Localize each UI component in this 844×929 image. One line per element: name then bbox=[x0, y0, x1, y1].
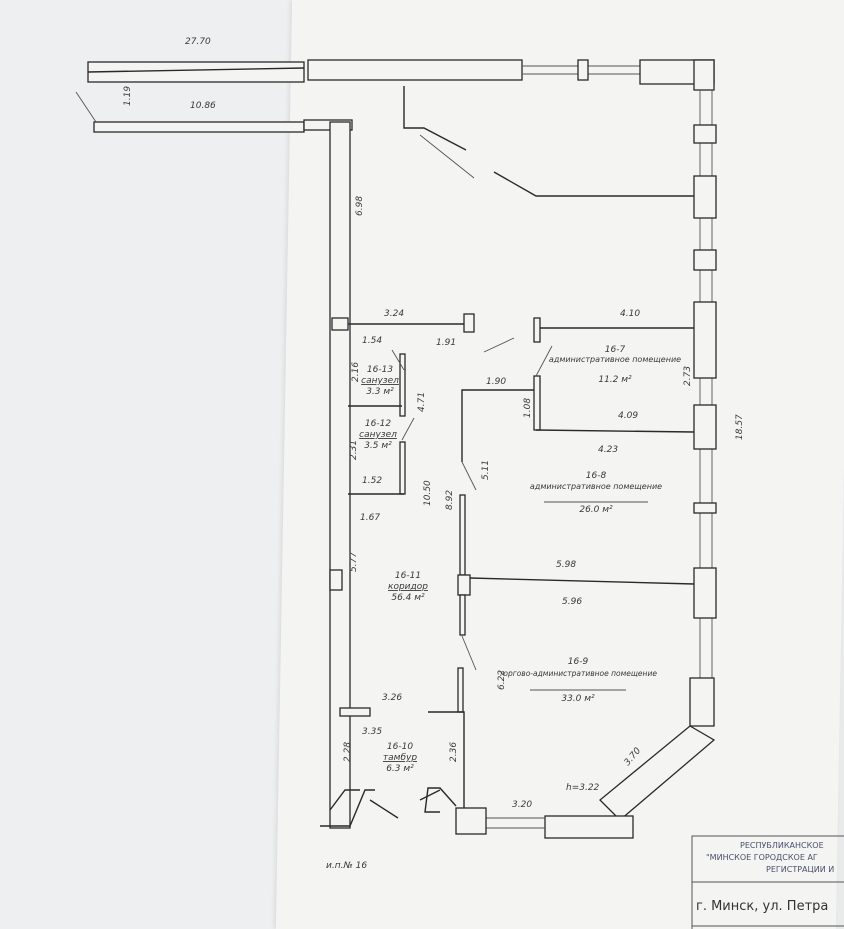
plan-number: и.п.№ 16 bbox=[326, 861, 367, 871]
room-16-9: 16-9 торгово-административное помещение … bbox=[499, 657, 657, 704]
dim-1-67: 1.67 bbox=[360, 513, 380, 523]
dim-3-26: 3.26 bbox=[382, 693, 402, 703]
room-16-10: 16-10 тамбур 6.3 м² bbox=[383, 742, 417, 774]
room-area: 3.3 м² bbox=[366, 387, 394, 397]
dim-1-90: 1.90 bbox=[486, 377, 506, 387]
dim-6-22: 6.22 bbox=[497, 670, 507, 690]
dim-4-10: 4.10 bbox=[620, 309, 640, 319]
room-labels: 16-7 административное помещение 11.2 м² … bbox=[326, 345, 681, 871]
dim-18-57: 18.57 bbox=[735, 414, 745, 440]
room-name: торгово-административное помещение bbox=[499, 669, 657, 678]
dim-3-20: 3.20 bbox=[512, 800, 532, 810]
dim-5-98: 5.98 bbox=[556, 560, 576, 570]
dim-1-08: 1.08 bbox=[523, 398, 533, 418]
room-name: административное помещение bbox=[530, 482, 662, 491]
room-16-13: 16-13 санузел 3.3 м² bbox=[361, 365, 399, 397]
dim-top-inner: 10.86 bbox=[190, 101, 216, 111]
dim-5-96: 5.96 bbox=[562, 597, 582, 607]
room-area: 26.0 м² bbox=[579, 505, 613, 515]
dim-5-77: 5.77 bbox=[349, 552, 359, 572]
dimension-labels: 27.70 10.86 1.19 6.98 3.24 1.54 1.91 4.1… bbox=[123, 37, 745, 810]
dim-2-16: 2.16 bbox=[351, 362, 361, 382]
dim-4-23: 4.23 bbox=[598, 445, 618, 455]
room-area: 6.3 м² bbox=[386, 764, 414, 774]
dim-8-92: 8.92 bbox=[445, 490, 455, 510]
room-name: санузел bbox=[359, 430, 397, 440]
room-id: 16-13 bbox=[367, 365, 393, 375]
dim-upper-left: 6.98 bbox=[355, 196, 365, 216]
room-id: 16-11 bbox=[395, 571, 421, 581]
dim-1-54: 1.54 bbox=[362, 336, 382, 346]
room-id: 16-10 bbox=[387, 742, 413, 752]
room-id: 16-7 bbox=[605, 345, 626, 355]
room-area: 33.0 м² bbox=[561, 694, 595, 704]
title-block-stamp: РЕСПУБЛИКАНСКОЕ "МИНСКОЕ ГОРОДСКОЕ АГ РЕ… bbox=[691, 835, 844, 929]
stamp-line-3: РЕГИСТРАЦИИ И bbox=[766, 865, 834, 874]
room-id: 16-12 bbox=[365, 419, 391, 429]
dim-2-73: 2.73 bbox=[683, 366, 693, 386]
dim-top-total: 27.70 bbox=[185, 37, 211, 47]
room-area: 3.5 м² bbox=[364, 441, 392, 451]
room-name: административное помещение bbox=[549, 355, 681, 364]
room-16-7: 16-7 административное помещение 11.2 м² bbox=[549, 345, 681, 385]
paper-sheet-left bbox=[0, 0, 310, 929]
dim-3-35: 3.35 bbox=[362, 727, 382, 737]
room-16-11: 16-11 коридор 56.4 м² bbox=[388, 571, 428, 603]
room-id: 16-8 bbox=[586, 471, 607, 481]
room-id: 16-9 bbox=[568, 657, 589, 667]
room-16-12: 16-12 санузел 3.5 м² bbox=[359, 419, 397, 451]
dim-1-52: 1.52 bbox=[362, 476, 382, 486]
dim-3-70: 3.70 bbox=[623, 746, 644, 768]
dim-4-09: 4.09 bbox=[618, 411, 638, 421]
room-16-8: 16-8 административное помещение 26.0 м² bbox=[530, 471, 662, 515]
dim-2-31: 2.31 bbox=[349, 440, 359, 460]
dim-5-11: 5.11 bbox=[481, 460, 491, 480]
stamp-line-1: РЕСПУБЛИКАНСКОЕ bbox=[740, 841, 824, 850]
dim-1-91: 1.91 bbox=[436, 338, 456, 348]
ceiling-height: h=3.22 bbox=[566, 783, 600, 793]
dim-4-71: 4.71 bbox=[417, 392, 427, 412]
room-name: коридор bbox=[388, 582, 428, 592]
stamp-address: г. Минск, ул. Петра bbox=[696, 899, 828, 914]
stamp-line-2: "МИНСКОЕ ГОРОДСКОЕ АГ bbox=[706, 853, 818, 862]
walls bbox=[75, 59, 717, 839]
room-area: 56.4 м² bbox=[391, 593, 425, 603]
room-name: санузел bbox=[361, 376, 399, 386]
room-name: тамбур bbox=[383, 753, 417, 763]
dim-3-24: 3.24 bbox=[384, 309, 404, 319]
dim-2-28: 2.28 bbox=[343, 742, 353, 762]
dim-10-50: 10.50 bbox=[423, 480, 433, 506]
dim-left-small: 1.19 bbox=[123, 86, 133, 106]
dim-2-36: 2.36 bbox=[449, 742, 459, 762]
room-area: 11.2 м² bbox=[598, 375, 632, 385]
